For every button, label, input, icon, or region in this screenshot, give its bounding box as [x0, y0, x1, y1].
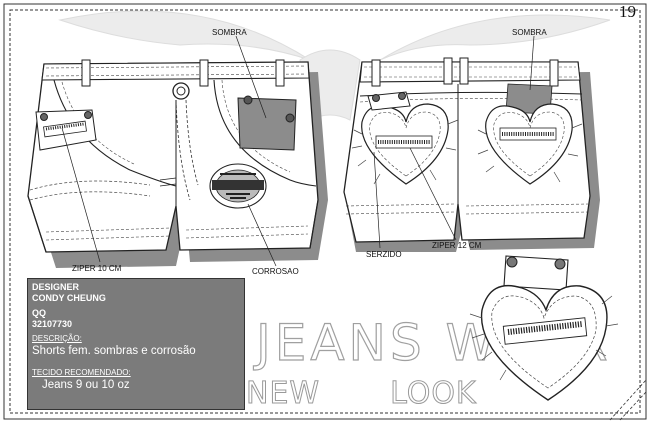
label-sombra-back: SOMBRA	[512, 28, 547, 37]
label-ziper-front: ZIPER 10 CM	[72, 264, 122, 273]
designer-label: DESIGNER	[32, 282, 80, 292]
qq-number: 32107730	[32, 319, 73, 329]
label-corrosao: CORROSAO	[252, 267, 299, 276]
back-shorts	[343, 57, 600, 252]
page-number: 19	[619, 2, 636, 21]
tecido-text: Jeans 9 ou 10 oz	[42, 379, 130, 391]
new-look-watermark: NEW LOOK	[245, 376, 477, 412]
descricao-text: Shorts fem. sombras e corrosão	[32, 345, 196, 357]
tecido-label: TECIDO RECOMENDADO:	[32, 368, 131, 377]
heart-pocket-left	[361, 91, 449, 185]
heart-pocket-right	[485, 103, 573, 185]
label-sombra-front: SOMBRA	[212, 28, 247, 37]
front-shorts	[27, 59, 328, 268]
label-serzido: SERZIDO	[366, 250, 402, 259]
new-text: NEW	[245, 376, 321, 412]
info-panel: DESIGNER CONDY CHEUNG QQ 32107730 DESCRI…	[27, 278, 245, 410]
look-text: LOOK	[390, 376, 477, 412]
callout-lines	[61, 35, 535, 267]
wing-watermark	[58, 10, 611, 121]
heart-pocket-detail	[469, 255, 619, 401]
page-border	[3, 3, 647, 420]
descricao-label: DESCRIÇÃO:	[32, 334, 82, 343]
qq-label: QQ	[32, 308, 47, 318]
shadow-patch	[237, 97, 297, 151]
label-ziper-back: ZIPER 12 CM	[432, 241, 482, 250]
corrosion-badge	[209, 163, 267, 209]
designer-name: CONDY CHEUNG	[32, 293, 106, 303]
